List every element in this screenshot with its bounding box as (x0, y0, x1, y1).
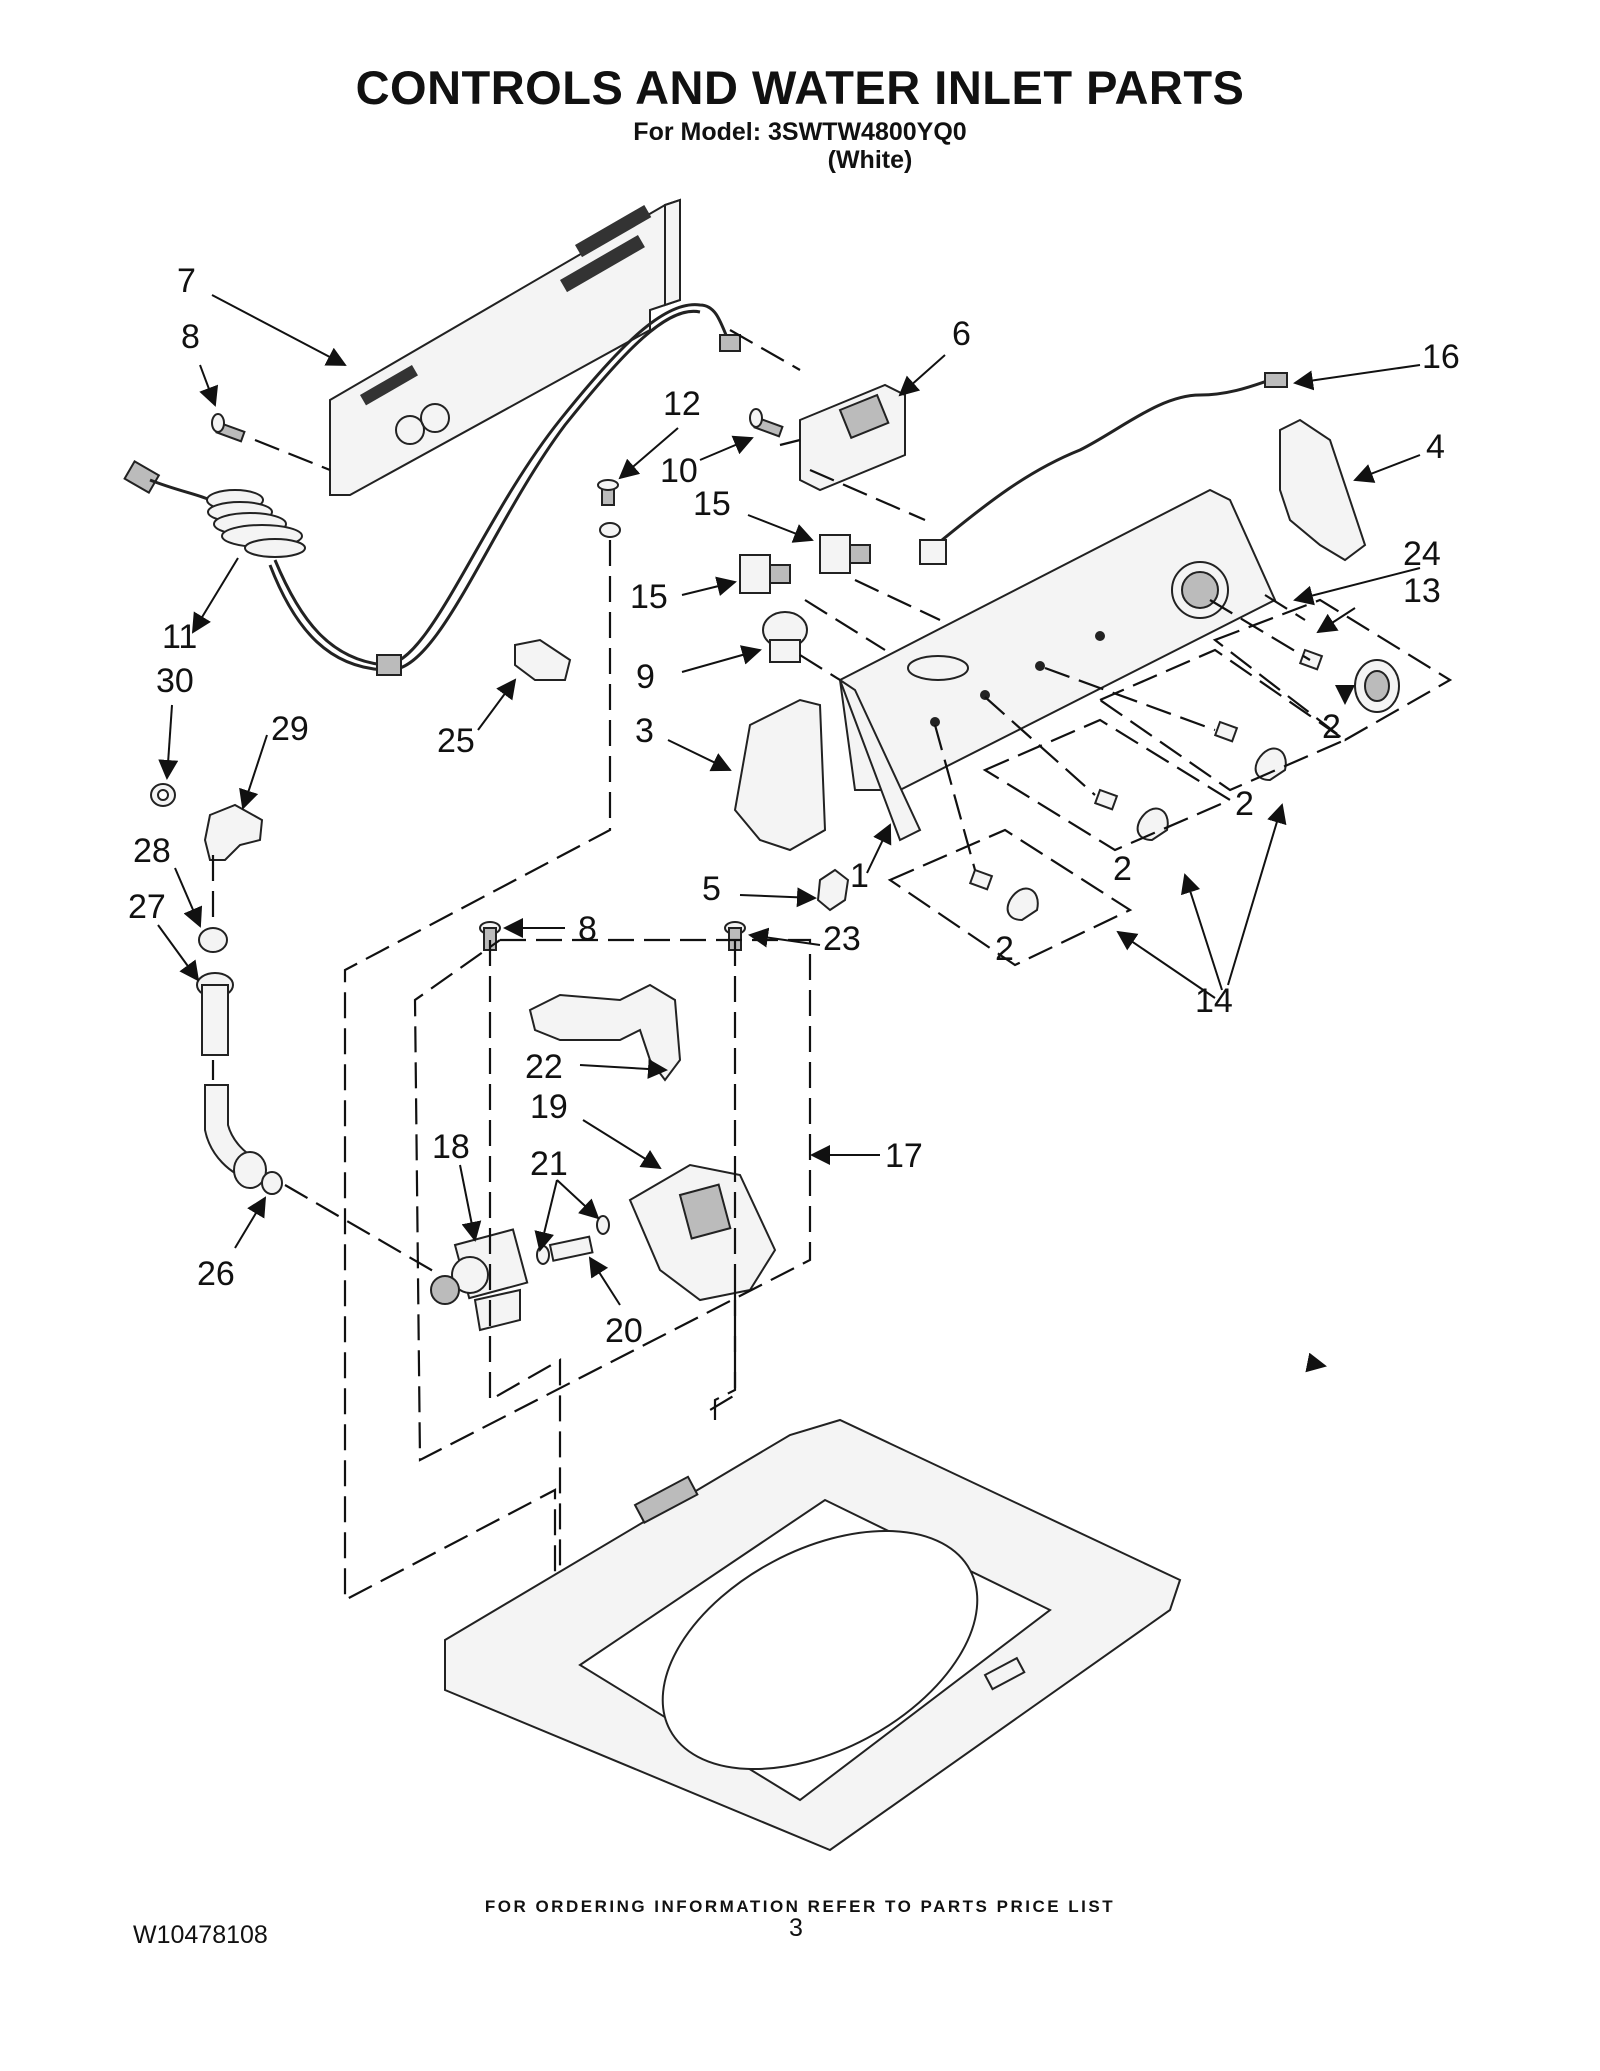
callout-18: 18 (432, 1128, 470, 1166)
callout-16: 16 (1422, 338, 1460, 376)
callout-2-a: 2 (1322, 708, 1341, 746)
callout-27: 27 (128, 888, 166, 926)
clip-part (816, 868, 850, 912)
callout-28: 28 (133, 832, 171, 870)
ordering-note: FOR ORDERING INFORMATION REFER TO PARTS … (484, 1897, 1116, 1916)
callout-20: 20 (605, 1312, 643, 1350)
page-number: 3 (789, 1914, 803, 1942)
callout-2-b: 2 (1235, 785, 1254, 823)
callout-8-lower: 8 (578, 910, 597, 948)
callout-19: 19 (530, 1088, 568, 1126)
callout-30: 30 (156, 662, 194, 700)
bracket-part (514, 638, 572, 681)
wire-harness (268, 303, 741, 676)
knob-1-part (1354, 659, 1400, 713)
console-harness-part (919, 372, 1288, 565)
switch-15-upper-part (819, 534, 871, 574)
callout-12: 12 (663, 385, 701, 423)
knob-4-part (1006, 887, 1039, 922)
elbow-29-part (203, 803, 264, 861)
callout-15-lower: 15 (630, 578, 668, 616)
console-part (837, 488, 1277, 842)
washer-30-part (150, 783, 176, 807)
end-cap-right-part (1279, 418, 1367, 562)
color-line: (White) (827, 146, 913, 174)
callout-10: 10 (660, 452, 698, 490)
callout-15-upper: 15 (693, 485, 731, 523)
callout-3: 3 (635, 712, 654, 750)
callout-22: 22 (525, 1048, 563, 1086)
callout-2-c: 2 (1113, 850, 1132, 888)
callout-24: 24 (1403, 535, 1441, 573)
hose-20-part (548, 1235, 594, 1262)
screw-8-lower-part (479, 921, 501, 951)
heater-22-part (528, 983, 682, 1082)
ground-screw-part (597, 479, 621, 538)
model-subtitle: For Model: 3SWTW4800YQ0 (White) (0, 118, 1600, 174)
callout-6: 6 (952, 315, 971, 353)
callout-9: 9 (636, 658, 655, 696)
screen-28-part (198, 927, 228, 953)
washer-26-part (261, 1171, 283, 1195)
page-title: CONTROLS AND WATER INLET PARTS (355, 61, 1245, 114)
hose-27-part (196, 972, 267, 1189)
callout-14: 14 (1195, 982, 1233, 1020)
model-line: For Model: 3SWTW4800YQ0 (633, 118, 967, 146)
callout-4: 4 (1426, 428, 1445, 466)
callout-5: 5 (702, 870, 721, 908)
callout-11: 11 (162, 618, 197, 656)
callout-23: 23 (823, 920, 861, 958)
callout-21: 21 (530, 1145, 568, 1183)
switch-15-lower-part (739, 554, 791, 594)
callout-8-top: 8 (181, 318, 200, 356)
callout-13: 13 (1403, 572, 1441, 610)
screw-10-part (749, 408, 784, 438)
power-cord-part (123, 459, 306, 558)
callout-2-d: 2 (995, 930, 1014, 968)
screw-8-top-part (211, 413, 246, 443)
knob-dashed-frames (887, 598, 1453, 967)
end-cap-left-part (733, 698, 827, 852)
callout-25: 25 (437, 722, 475, 760)
callout-17: 17 (885, 1137, 923, 1175)
document-number: W10478108 (133, 1921, 268, 1949)
callout-labels: 7 8 6 16 4 12 10 15 15 24 13 9 11 30 29 … (128, 262, 1460, 1350)
water-valve-18-part (430, 1228, 529, 1332)
pressure-switch-part (762, 611, 808, 663)
cabinet-top-part (444, 1418, 1182, 1852)
callout-1: 1 (850, 857, 869, 895)
assembly-dashed-lines (211, 329, 1311, 1602)
knob-2-part (1254, 747, 1287, 782)
callout-29: 29 (271, 710, 309, 748)
dispenser-19-part (628, 1163, 777, 1302)
callout-26: 26 (197, 1255, 235, 1293)
control-board-part (799, 383, 906, 492)
knob-3-part (1136, 807, 1169, 842)
leader-arrows (157, 294, 1421, 1373)
knob-inserts-part (968, 648, 1324, 891)
rear-panel-part (329, 198, 681, 496)
callout-7: 7 (177, 262, 196, 300)
